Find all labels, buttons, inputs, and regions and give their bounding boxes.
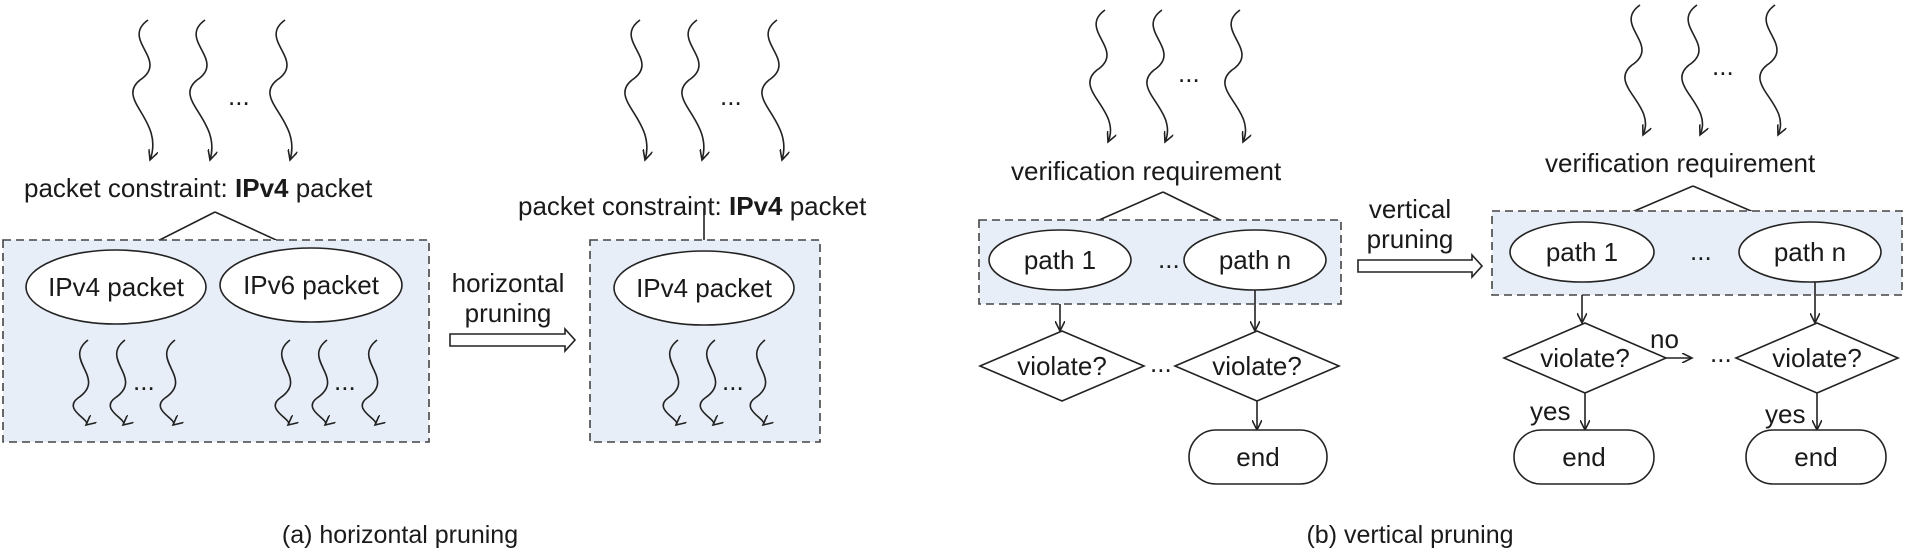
violate-decision-1 [977, 330, 1147, 402]
node-ipv4-packet [25, 249, 207, 325]
path-1-label: path 1 [1546, 237, 1618, 267]
sub-flows-right: ... [662, 339, 765, 425]
ellipsis: ... [1150, 348, 1172, 378]
panel-b: ... verification requirement path 1 ... … [977, 4, 1903, 549]
ellipsis: ... [720, 81, 742, 111]
ellipsis: ... [1178, 58, 1200, 88]
end-label: end [1236, 442, 1279, 472]
violate-decision-n [1172, 330, 1342, 402]
node-ipv4-label: IPv4 packet [48, 272, 185, 302]
end-label: end [1794, 442, 1837, 472]
arrow-label-pruning: pruning [465, 298, 552, 328]
path-n-label: path n [1774, 237, 1846, 267]
yes-label: yes [1765, 399, 1805, 429]
ellipsis: ... [1690, 236, 1712, 266]
ellipsis: ... [334, 366, 356, 396]
verification-requirement-right: verification requirement [1545, 148, 1816, 178]
ellipsis: ... [1710, 338, 1732, 368]
end-terminal-left [1188, 429, 1328, 485]
arrow-label-horizontal: horizontal [452, 268, 565, 298]
horizontal-pruning-arrow [449, 326, 577, 354]
node-ipv4-packet-pruned [613, 250, 795, 326]
incoming-flows-left: ... [132, 19, 292, 160]
ellipsis: ... [133, 366, 155, 396]
violate-label: violate? [1212, 351, 1302, 381]
violate-decision-n [1733, 322, 1901, 394]
incoming-flows-right: ... [624, 19, 784, 160]
ellipsis: ... [1712, 51, 1734, 81]
arrow-label-vertical: vertical [1369, 194, 1451, 224]
path-1-node [1509, 221, 1655, 283]
violate-label: violate? [1017, 351, 1107, 381]
packet-constraint-left: packet constraint: IPv4 packet [24, 173, 373, 203]
violate-label: violate? [1772, 343, 1862, 373]
no-label: no [1650, 324, 1679, 354]
caption-a: (a) horizontal pruning [282, 521, 518, 549]
caption-b: (b) vertical pruning [1306, 521, 1513, 549]
sub-flows-left: ... ... [72, 339, 377, 425]
packet-constraint-right: packet constraint: IPv4 packet [518, 191, 867, 221]
end-label: end [1562, 442, 1605, 472]
end-terminal-path-1 [1513, 429, 1655, 485]
incoming-flows-b-left: ... [1089, 9, 1246, 142]
panel-a: ... packet constraint: IPv4 packet IPv4 … [2, 19, 867, 549]
end-terminal-path-n [1745, 429, 1887, 485]
yes-label: yes [1530, 396, 1570, 426]
path-n-label: path n [1219, 245, 1291, 275]
vertical-pruning-arrow [1357, 252, 1484, 280]
violate-label: violate? [1540, 343, 1630, 373]
path-1-label: path 1 [1024, 245, 1096, 275]
ellipsis: ... [722, 366, 744, 396]
node-ipv6-label: IPv6 packet [243, 270, 380, 300]
incoming-flows-b-right: ... [1624, 4, 1781, 135]
ellipsis: ... [228, 81, 250, 111]
ellipsis: ... [1158, 244, 1180, 274]
arrow-label-pruning: pruning [1367, 224, 1454, 254]
node-ipv4-pruned-label: IPv4 packet [636, 273, 773, 303]
path-n-node [1738, 221, 1882, 283]
node-ipv6-packet [219, 247, 403, 323]
verification-requirement-left: verification requirement [1011, 156, 1282, 186]
path-1-node [988, 229, 1132, 291]
